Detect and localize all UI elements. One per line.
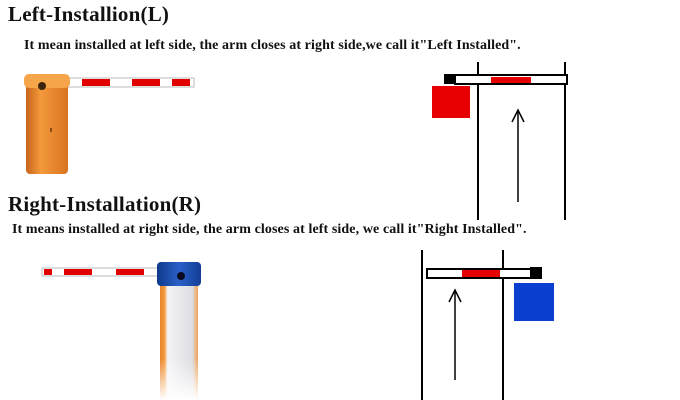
right-installation-heading: Right-Installation(R) [8, 192, 202, 216]
right-barrier-photo [41, 262, 201, 400]
right-installation-description: It means installed at right side, the ar… [12, 222, 527, 237]
left-barrier-photo [24, 74, 195, 174]
left-installation-description: It mean installed at left side, the arm … [24, 38, 521, 53]
right-installation-diagram [421, 250, 554, 400]
left-installation-diagram [432, 62, 568, 220]
left-installation-heading: Left-Installion(L) [8, 2, 170, 26]
